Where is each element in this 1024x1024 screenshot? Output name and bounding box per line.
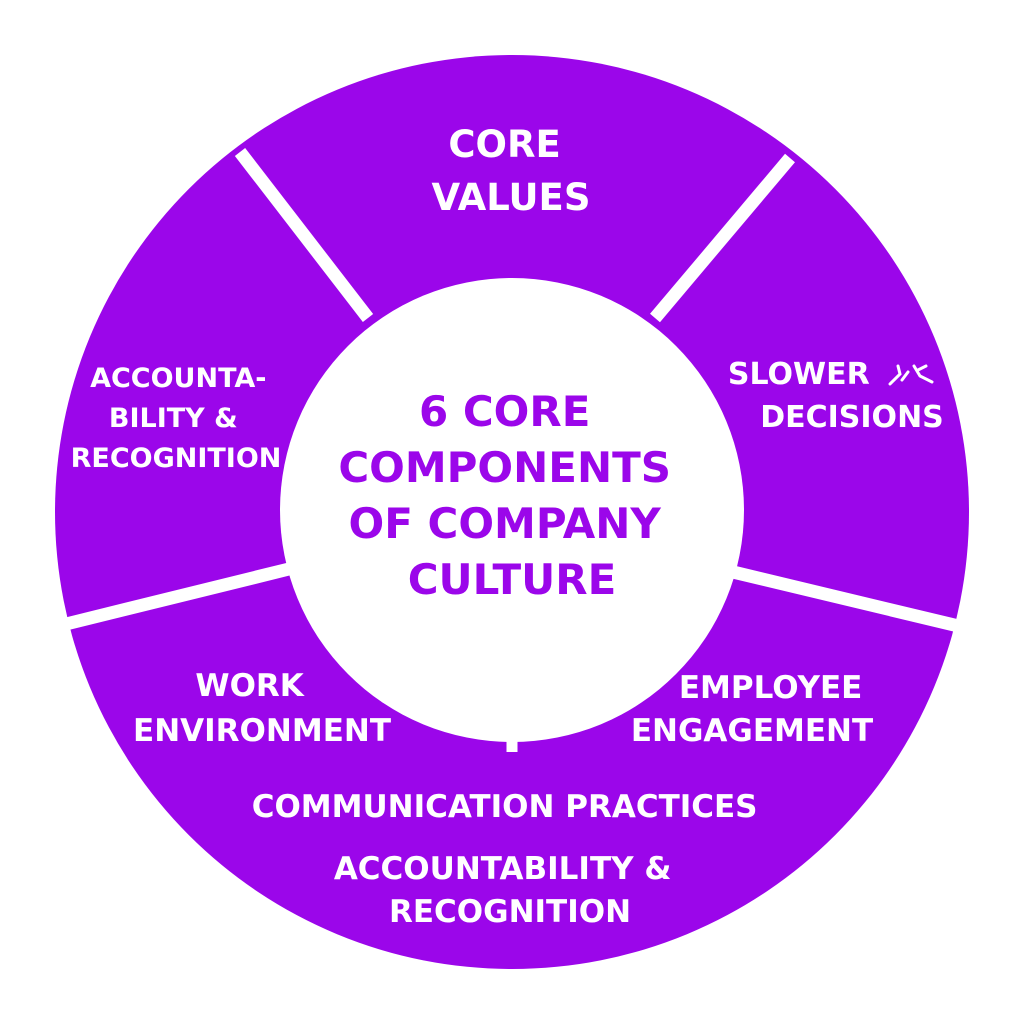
center-title-line: CULTURE <box>408 555 617 604</box>
segment-label-line: RECOGNITION <box>71 443 282 474</box>
center-title-line: COMPONENTS <box>338 443 671 492</box>
segment-label-line: ENVIRONMENT <box>133 713 391 749</box>
segment-label-line: RECOGNITION <box>389 894 631 930</box>
divider-top-left <box>234 148 374 322</box>
segment-label-line: EMPLOYEE <box>679 670 862 706</box>
segment-work-environment-label: WORK ENVIRONMENT <box>133 668 391 749</box>
segment-label-line: ACCOUNTABILITY & <box>334 851 672 887</box>
segment-accountability-label: ACCOUNTA- BILITY & RECOGNITION <box>71 363 282 474</box>
segment-label-line: VALUES <box>432 176 591 219</box>
segment-dividers <box>48 148 977 752</box>
segment-label-line: COMMUNICATION PRACTICES <box>252 789 758 825</box>
center-title-line: OF COMPANY <box>349 499 662 548</box>
segment-label-line: ACCOUNTA- <box>90 363 266 394</box>
segment-employee-engagement-label: EMPLOYEE ENGAGEMENT <box>631 670 873 749</box>
segment-label-line: CORE <box>448 123 560 166</box>
segment-bottom-group-label: COMMUNICATION PRACTICES ACCOUNTABILITY &… <box>252 789 769 930</box>
center-title-line: 6 CORE <box>419 387 590 436</box>
segment-slower-decisions-label: SLOWER DECISIONS <box>728 357 944 435</box>
divider-top-right <box>650 153 795 323</box>
segment-core-values-label: CORE VALUES <box>432 123 591 219</box>
center-circle <box>280 278 744 742</box>
divider-right <box>731 565 977 637</box>
center-title: 6 CORE COMPONENTS OF COMPANY CULTURE <box>338 387 685 604</box>
squiggle-icon <box>888 364 934 386</box>
segment-label-line: DECISIONS <box>760 400 944 435</box>
divider-left <box>48 561 295 635</box>
segment-label-line: BILITY & <box>109 403 238 434</box>
segment-label-line: ENGAGEMENT <box>631 713 873 749</box>
segment-label-line: SLOWER <box>728 357 870 392</box>
segment-label-line: WORK <box>195 668 304 704</box>
